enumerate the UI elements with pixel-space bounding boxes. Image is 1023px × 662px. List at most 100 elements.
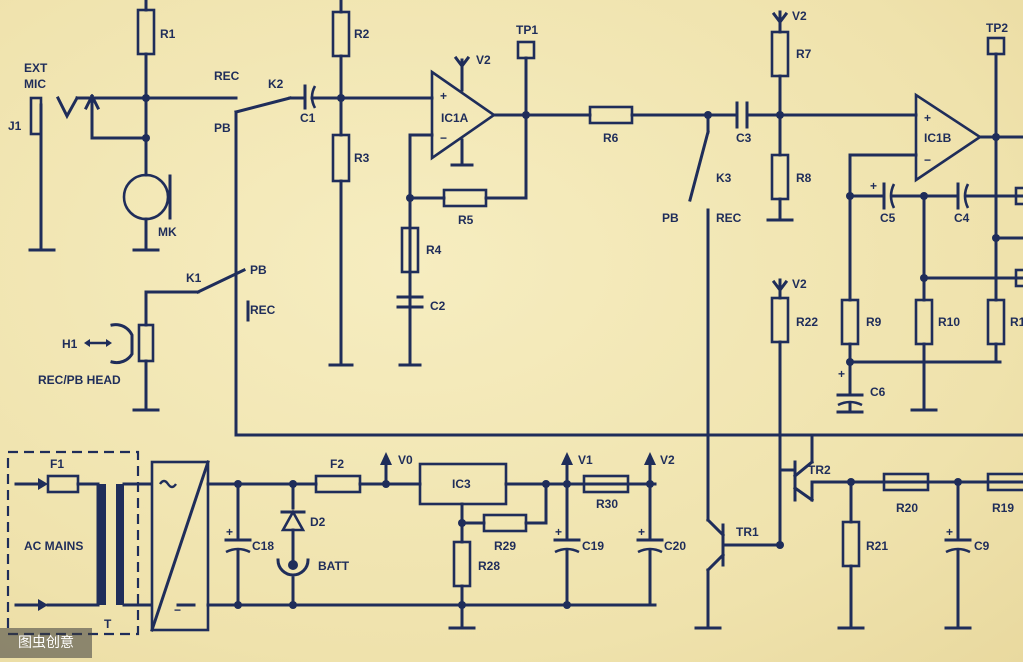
- label-h1: H1: [62, 337, 78, 351]
- label-ic1b: IC1B: [924, 131, 952, 145]
- label-k2-rec: REC: [214, 69, 240, 83]
- label-k3-pb: PB: [662, 211, 679, 225]
- rec-pb-head-h1: [84, 323, 160, 412]
- label-r7: R7: [796, 47, 812, 61]
- label-c20: C20: [664, 539, 686, 553]
- battery-batt: [276, 543, 310, 607]
- opamp-ic1b: [848, 92, 1023, 302]
- label-ic1b-minus: −: [924, 153, 931, 167]
- microphone-mk: [122, 173, 172, 252]
- label-tp2: TP2: [986, 21, 1008, 35]
- diode-d2: [280, 482, 306, 547]
- label-c19: C19: [582, 539, 604, 553]
- label-r20: R20: [896, 501, 918, 515]
- resistor-r4: [400, 226, 420, 274]
- label-r30: R30: [596, 497, 618, 511]
- resistor-r3: [328, 133, 354, 367]
- label-r5: R5: [458, 213, 474, 227]
- resistor-r20: [882, 472, 930, 492]
- resistor-r21: [837, 480, 865, 630]
- rectifier-block: [150, 460, 657, 632]
- label-r21: R21: [866, 539, 888, 553]
- label-c18: C18: [252, 539, 274, 553]
- label-c6-plus: +: [838, 367, 845, 381]
- label-c2: C2: [430, 299, 446, 313]
- resistor-r5: [408, 113, 528, 208]
- capacitor-c3: [735, 101, 918, 129]
- label-k3: K3: [716, 171, 732, 185]
- capacitor-c1: [303, 84, 434, 110]
- label-ac-mains: AC MAINS: [24, 539, 83, 553]
- transistor-tr1: [694, 517, 784, 630]
- label-mic: MIC: [24, 77, 46, 91]
- resistor-r6: [588, 105, 738, 125]
- label-c1: C1: [300, 111, 316, 125]
- resistor-r7: [770, 10, 790, 157]
- label-c18-plus: +: [226, 525, 233, 539]
- resistor-r10: [910, 194, 1023, 412]
- capacitor-c4: [956, 182, 1023, 210]
- label-c3: C3: [736, 131, 752, 145]
- resistor-r19: [986, 472, 1023, 492]
- label-c9-plus: +: [946, 525, 953, 539]
- label-mk: MK: [158, 225, 177, 239]
- label-ic1b-plus: +: [924, 111, 931, 125]
- label-c20-plus: +: [638, 525, 645, 539]
- fuse-f2: [314, 452, 422, 494]
- label-v2-supply: V2: [660, 453, 675, 467]
- label-k1-rec: REC: [250, 303, 276, 317]
- label-tp1: TP1: [516, 23, 538, 37]
- resistor-r11: [986, 268, 1023, 364]
- supply-v1: [553, 452, 581, 607]
- label-j1: J1: [8, 119, 22, 133]
- switch-k1: [144, 267, 250, 327]
- resistor-r8: [766, 153, 794, 222]
- resistor-r1: [136, 0, 156, 177]
- label-k1: K1: [186, 271, 202, 285]
- label-r28: R28: [478, 559, 500, 573]
- resistor-r2: [331, 0, 351, 137]
- label-r19: R19: [992, 501, 1014, 515]
- label-r6: R6: [603, 131, 619, 145]
- opamp-ic1a: [398, 55, 592, 367]
- switch-k3: [234, 113, 1023, 522]
- testpoint-tp1: [516, 40, 536, 117]
- label-k2-pb: PB: [214, 121, 231, 135]
- label-tr1: TR1: [736, 525, 759, 539]
- label-v2-ic1a: V2: [476, 53, 491, 67]
- label-f1: F1: [50, 457, 64, 471]
- label-ic1a-plus: +: [440, 89, 447, 103]
- label-ic1a-minus: −: [440, 131, 447, 145]
- label-d2: D2: [310, 515, 326, 529]
- label-batt: BATT: [318, 559, 350, 573]
- label-f2: F2: [330, 457, 344, 471]
- label-r11: R1: [1010, 315, 1023, 329]
- label-k3-rec: REC: [716, 211, 742, 225]
- label-v1: V1: [578, 453, 593, 467]
- jack-j1: [28, 96, 56, 252]
- resistor-r29: [460, 482, 548, 533]
- testpoint-tp2: [986, 36, 1023, 302]
- label-r4: R4: [426, 243, 442, 257]
- label-tr2: TR2: [808, 463, 831, 477]
- label-c4: C4: [954, 211, 970, 225]
- transformer-t: [98, 482, 152, 607]
- label-c19-plus: +: [555, 525, 562, 539]
- label-c9: C9: [974, 539, 990, 553]
- capacitor-c5: [846, 182, 960, 210]
- label-rec-pb-head: REC/PB HEAD: [38, 373, 121, 387]
- switch-k2: [234, 96, 306, 437]
- label-t: T: [104, 617, 112, 631]
- label-r9: R9: [866, 315, 882, 329]
- mic-jack-switch: [55, 93, 238, 140]
- label-c5: C5: [880, 211, 896, 225]
- capacitor-c9: [944, 480, 972, 630]
- label-ext: EXT: [24, 61, 48, 75]
- label-r29: R29: [494, 539, 516, 553]
- label-ic3: IC3: [452, 477, 471, 491]
- resistor-r28: [448, 540, 476, 630]
- label-r10: R10: [938, 315, 960, 329]
- label-k2: K2: [268, 77, 284, 91]
- capacitor-c6: [836, 393, 864, 414]
